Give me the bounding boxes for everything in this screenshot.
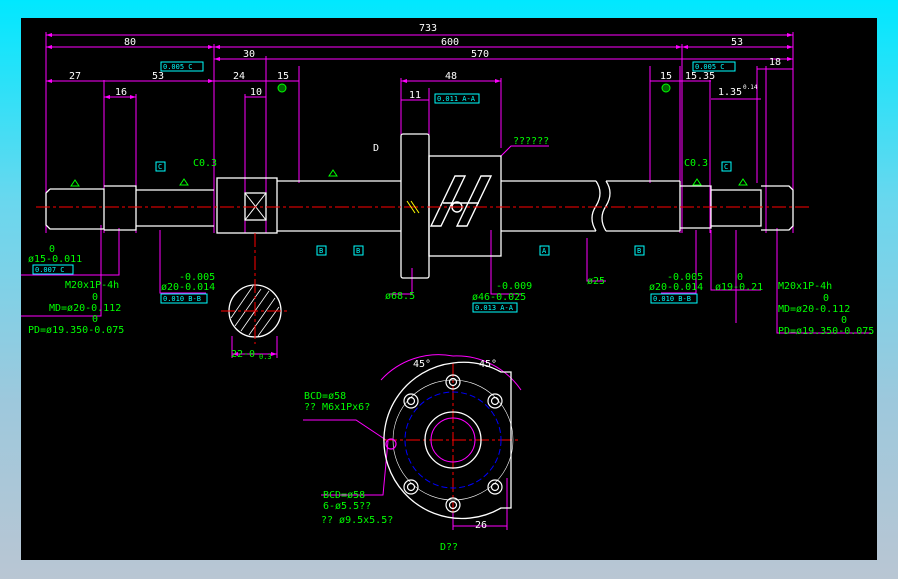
dim-733: 733 bbox=[419, 23, 437, 34]
bcd-top: BCD=ø58 bbox=[304, 391, 346, 402]
ball-circuit-symbol bbox=[429, 175, 493, 227]
right-md-top: 0 bbox=[823, 293, 829, 304]
tol-frame-nut bbox=[434, 93, 480, 104]
tol-frame-end-left bbox=[32, 264, 74, 275]
nut-note: ?????? bbox=[513, 136, 549, 147]
bcd-bottom: BCD=ø58 bbox=[323, 490, 365, 501]
dim-18: 18 bbox=[769, 57, 781, 68]
shaft-dia: ø25 bbox=[587, 276, 605, 287]
tol-frame-c-left bbox=[160, 293, 208, 304]
flange-view bbox=[383, 361, 514, 520]
nut-body-top: -0.009 bbox=[496, 281, 532, 292]
tol-nut-text: 0.011 A-A bbox=[437, 95, 476, 103]
dim-80: 80 bbox=[124, 37, 136, 48]
dim-53-right: 53 bbox=[731, 37, 743, 48]
drawing-frame: 733 80 600 53 30 570 27 53 24 15 48 15 1… bbox=[21, 18, 877, 560]
surface-marks bbox=[70, 83, 748, 214]
dimension-lines bbox=[21, 32, 871, 530]
tol-frame-left bbox=[160, 61, 204, 72]
tol-frame-nut-bottom bbox=[472, 302, 518, 313]
dim-11: 11 bbox=[409, 90, 421, 101]
tol-left-text: 0.005 C bbox=[163, 63, 193, 71]
right-md: MD=ø20-0.112 bbox=[778, 304, 850, 315]
nut-body-dia: ø46-0.025 bbox=[472, 292, 526, 303]
chamfer-right: C0.3 bbox=[684, 158, 708, 169]
left-journal: ø20-0.014 bbox=[161, 282, 215, 293]
dim-600: 600 bbox=[441, 37, 459, 48]
tap-note: ?? M6x1Px6? bbox=[304, 402, 370, 413]
hole-note: 6-ø5.5?? bbox=[323, 501, 371, 512]
right-seat: ø19-0.21 bbox=[715, 282, 763, 293]
dim-15-right: 15 bbox=[660, 71, 672, 82]
angle-left: 45° bbox=[413, 359, 431, 370]
left-pd: PD=ø19.350-0.075 bbox=[28, 325, 124, 336]
right-journal-top: -0.005 bbox=[667, 272, 703, 283]
dim-570: 570 bbox=[471, 49, 489, 60]
left-end-nominal: 0 bbox=[49, 244, 55, 255]
tolerance-frames: 0.005 C 0.005 C 0.011 A-A 0.010 B-B 0.01… bbox=[32, 61, 736, 313]
dim-15-35: 15.35 bbox=[685, 71, 715, 82]
dim-10: 10 bbox=[250, 87, 262, 98]
right-pd: PD=ø19.350-0.075 bbox=[778, 326, 874, 337]
datum-b-3: B bbox=[637, 247, 641, 255]
dim-48: 48 bbox=[445, 71, 457, 82]
section-label: D bbox=[373, 143, 379, 154]
chamfer-left: C0.3 bbox=[193, 158, 217, 169]
tol-frame-c-right bbox=[650, 293, 698, 304]
dimension-arrows bbox=[46, 33, 793, 356]
left-md: MD=ø20-0.112 bbox=[49, 303, 121, 314]
nut-flange-dia: ø68.5 bbox=[385, 291, 415, 302]
angle-right: 45° bbox=[479, 359, 497, 370]
left-end-diameter: ø15-0.011 bbox=[28, 254, 82, 265]
dim-27: 27 bbox=[69, 71, 81, 82]
dim-30: 30 bbox=[243, 49, 255, 60]
right-seat-top: 0 bbox=[737, 272, 743, 283]
section-width-tol: 0.3 bbox=[259, 353, 272, 361]
tol-end-left-text: 0.007 C bbox=[35, 266, 65, 274]
dim-24: 24 bbox=[233, 71, 245, 82]
datum-b-2: B bbox=[356, 247, 360, 255]
left-pd-top: 0 bbox=[92, 314, 98, 325]
counterbore-note: ?? ø9.5x5.5? bbox=[321, 515, 393, 526]
right-thread: M20x1P-4h bbox=[778, 281, 832, 292]
sup-right: 0.14 bbox=[743, 84, 758, 91]
datum-c-left: C bbox=[158, 163, 162, 171]
tol-right-text: 0.005 C bbox=[695, 63, 725, 71]
datum-a: A bbox=[542, 247, 547, 255]
left-thread: M20x1P-4h bbox=[65, 280, 119, 291]
tol-nut-bottom-text: 0.013 A-A bbox=[475, 304, 514, 312]
flange-width: 26 bbox=[475, 520, 487, 531]
right-pd-top: 0 bbox=[841, 315, 847, 326]
datum-tags: C C B B B A bbox=[155, 161, 732, 256]
view-label: D?? bbox=[440, 542, 458, 553]
dim-53: 53 bbox=[152, 71, 164, 82]
datum-c-right: C bbox=[724, 163, 728, 171]
shaft-outline bbox=[45, 133, 794, 338]
left-md-top: 0 bbox=[92, 292, 98, 303]
section-width: 22-0 bbox=[231, 349, 255, 360]
dimension-text: 733 80 600 53 30 570 27 53 24 15 48 15 1… bbox=[69, 23, 781, 154]
callout-notes: C0.3 C0.3 ?????? 0 ø15-0.011 M20x1P-4h 0… bbox=[28, 136, 874, 553]
dim-15-left: 15 bbox=[277, 71, 289, 82]
dim-1-35: 1.35 bbox=[718, 87, 742, 98]
left-journal-top: -0.005 bbox=[179, 272, 215, 283]
datum-b-1: B bbox=[319, 247, 323, 255]
tol-c-left-text: 0.010 B-B bbox=[163, 295, 201, 303]
tol-c-right-text: 0.010 B-B bbox=[653, 295, 691, 303]
dim-16: 16 bbox=[115, 87, 127, 98]
right-journal: ø20-0.014 bbox=[649, 282, 703, 293]
tol-frame-right bbox=[692, 61, 736, 72]
cad-drawing: 733 80 600 53 30 570 27 53 24 15 48 15 1… bbox=[21, 23, 874, 553]
